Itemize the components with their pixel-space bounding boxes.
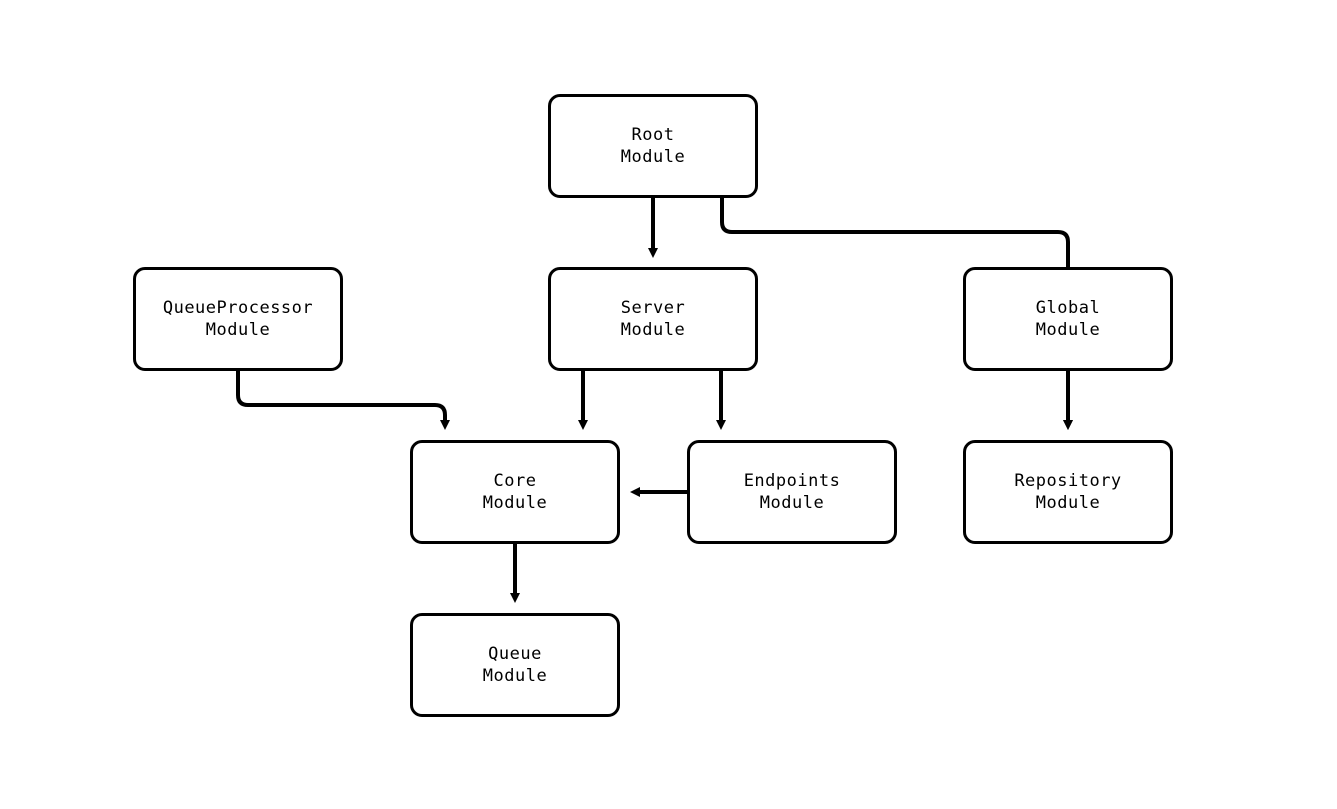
- node-core-module[interactable]: Core Module: [410, 440, 620, 544]
- node-global-module[interactable]: Global Module: [963, 267, 1173, 371]
- node-core-module-line1: Core: [493, 471, 537, 491]
- node-global-module-line2: Module: [1035, 320, 1101, 340]
- node-queueprocessor-module-line1: QueueProcessor: [162, 298, 314, 318]
- node-global-module-line1: Global: [1035, 298, 1101, 318]
- node-repository-module[interactable]: Repository Module: [963, 440, 1173, 544]
- node-server-module[interactable]: Server Module: [548, 267, 758, 371]
- node-server-module-line1: Server: [620, 298, 686, 318]
- node-endpoints-module[interactable]: Endpoints Module: [687, 440, 897, 544]
- node-queueprocessor-module[interactable]: QueueProcessor Module: [133, 267, 343, 371]
- node-repository-module-line1: Repository: [1014, 471, 1122, 491]
- node-repository-module-line2: Module: [1035, 493, 1101, 513]
- node-queueprocessor-module-line2: Module: [205, 320, 271, 340]
- edge-queueprocessor-to-core: [236, 371, 450, 430]
- node-queue-module-line2: Module: [482, 666, 548, 686]
- node-root-module-line2: Module: [620, 147, 686, 167]
- node-endpoints-module-line2: Module: [759, 493, 825, 513]
- node-root-module-line1: Root: [631, 125, 675, 145]
- node-queue-module[interactable]: Queue Module: [410, 613, 620, 717]
- node-endpoints-module-line1: Endpoints: [743, 471, 841, 491]
- edge-root-to-global: [720, 198, 1073, 430]
- node-root-module[interactable]: Root Module: [548, 94, 758, 198]
- node-core-module-line2: Module: [482, 493, 548, 513]
- node-server-module-line2: Module: [620, 320, 686, 340]
- node-queue-module-line1: Queue: [488, 644, 542, 664]
